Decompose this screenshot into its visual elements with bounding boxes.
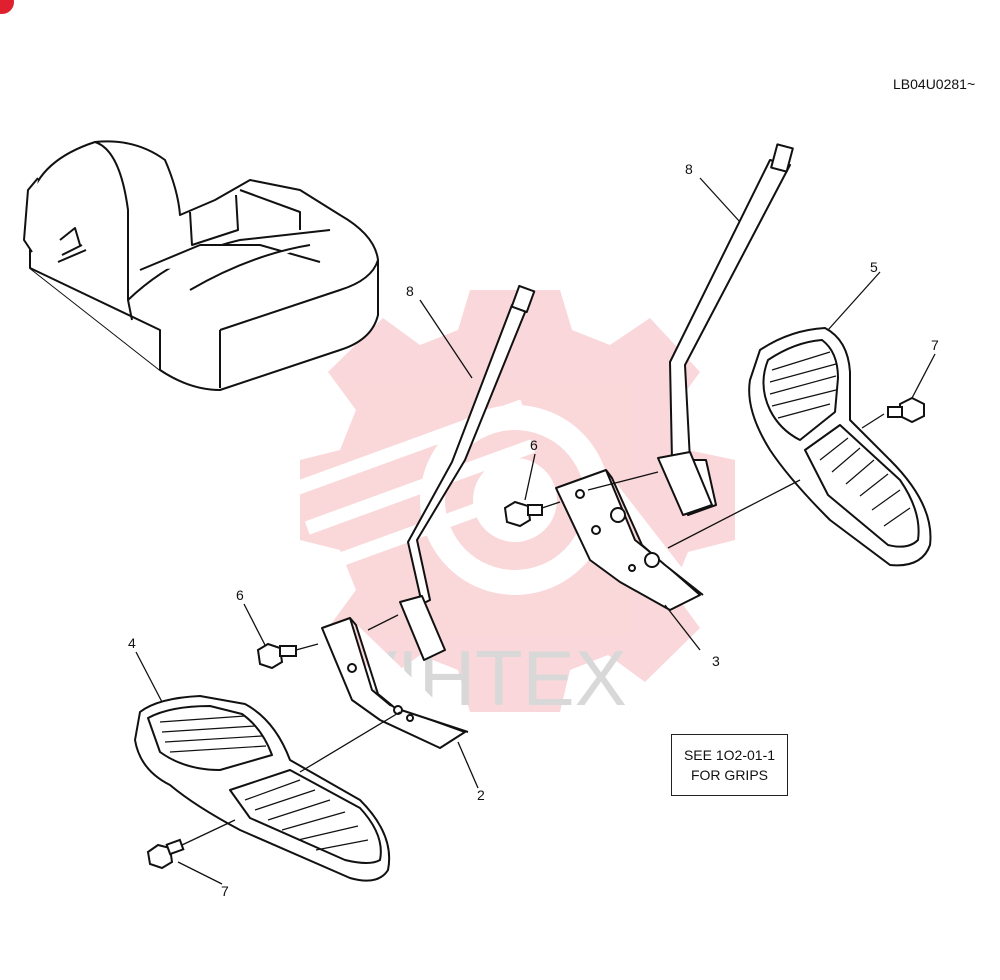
callout-8-left: 8 xyxy=(406,283,414,299)
seat-assembly xyxy=(23,140,379,391)
callout-6-lower: 6 xyxy=(236,587,244,603)
leader-lines xyxy=(135,177,936,885)
bolt-7-right xyxy=(887,396,925,424)
callout-3: 3 xyxy=(712,653,720,669)
callout-7-right: 7 xyxy=(931,337,939,353)
bolt-6-lower xyxy=(256,642,297,670)
note-line-1: SEE 1O2-01-1 xyxy=(683,747,776,763)
support-rod-right xyxy=(657,143,794,516)
callout-8-right: 8 xyxy=(685,161,693,177)
assembly-lines xyxy=(181,413,885,846)
watermark-logo xyxy=(294,290,735,712)
see-grips-note: SEE 1O2-01-1 FOR GRIPS xyxy=(671,734,788,796)
drawing-code: LB04U0281~ xyxy=(893,76,976,92)
footrest-5 xyxy=(748,327,932,567)
callout-6-upper: 6 xyxy=(530,437,538,453)
note-line-2: FOR GRIPS xyxy=(690,767,768,783)
callout-2: 2 xyxy=(477,787,485,803)
callout-7-lower: 7 xyxy=(221,883,229,899)
callout-4: 4 xyxy=(128,635,136,651)
callout-5: 5 xyxy=(870,259,878,275)
bracket-3 xyxy=(555,469,704,611)
bracket-2 xyxy=(321,617,469,749)
support-rod-left xyxy=(399,284,536,661)
bolt-7-lower xyxy=(146,838,185,870)
footrest-4 xyxy=(134,695,391,882)
bolt-6-upper xyxy=(503,500,543,528)
